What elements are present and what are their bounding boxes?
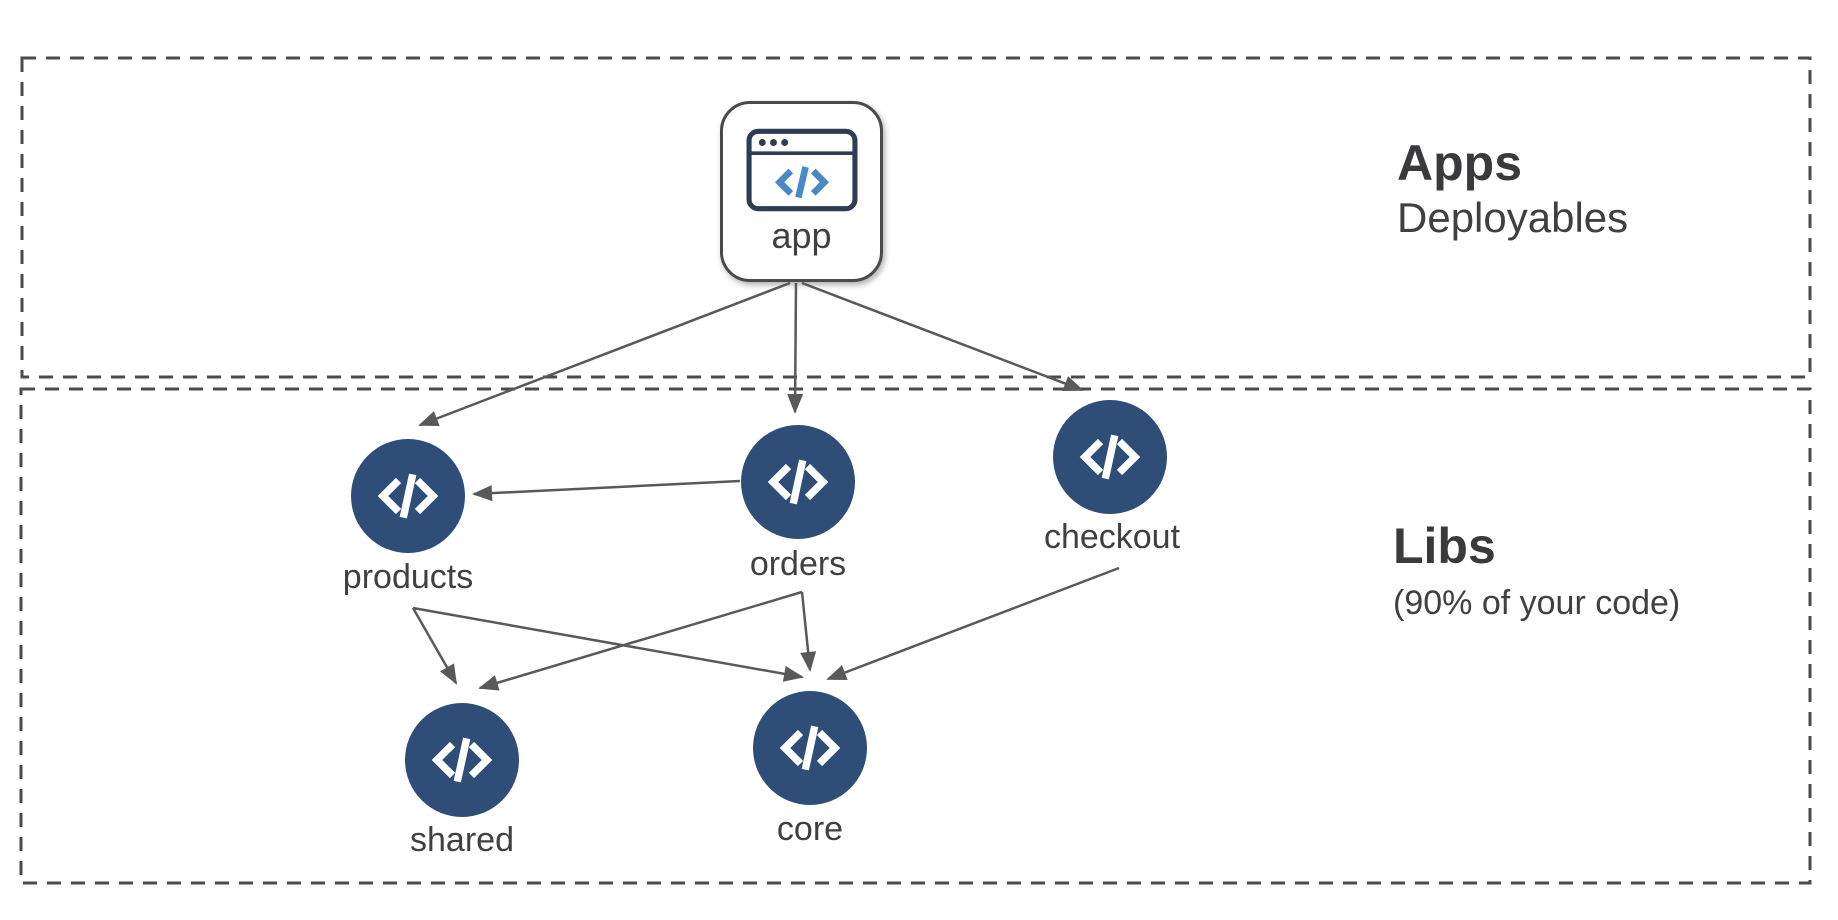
- node-app: app: [720, 101, 883, 282]
- libs-group-title: Libs: [1393, 518, 1496, 574]
- node-shared: [405, 703, 519, 817]
- code-icon: [779, 725, 841, 771]
- edge-app-products: [418, 281, 791, 427]
- edge-orders-products: [472, 479, 741, 502]
- libs-group-subtitle: (90% of your code): [1393, 584, 1681, 622]
- edge-products-shared: [411, 607, 458, 685]
- browser-window-icon: [746, 128, 857, 212]
- node-core: [753, 691, 867, 805]
- node-checkout: [1053, 400, 1167, 514]
- code-icon: [377, 473, 439, 519]
- node-label-core: core: [776, 810, 844, 848]
- libs-group-border: [19, 387, 1812, 885]
- node-label-products: products: [342, 558, 474, 596]
- code-icon: [431, 737, 493, 783]
- node-orders: [741, 425, 855, 539]
- code-icon: [1079, 434, 1141, 480]
- edge-checkout-core: [826, 566, 1120, 681]
- edge-app-checkout: [801, 281, 1084, 392]
- apps-group-title: Apps: [1397, 135, 1522, 191]
- node-products: [351, 439, 465, 553]
- edge-orders-shared: [478, 590, 803, 691]
- apps-group-subtitle: Deployables: [1397, 194, 1629, 241]
- edge-app-orders: [787, 282, 804, 414]
- edge-orders-core: [800, 591, 817, 672]
- node-label-checkout: checkout: [1043, 518, 1181, 556]
- edge-products-core: [412, 606, 804, 682]
- node-label-app: app: [771, 215, 832, 256]
- code-icon: [767, 459, 829, 505]
- node-label-shared: shared: [410, 821, 514, 859]
- node-label-orders: orders: [749, 545, 847, 583]
